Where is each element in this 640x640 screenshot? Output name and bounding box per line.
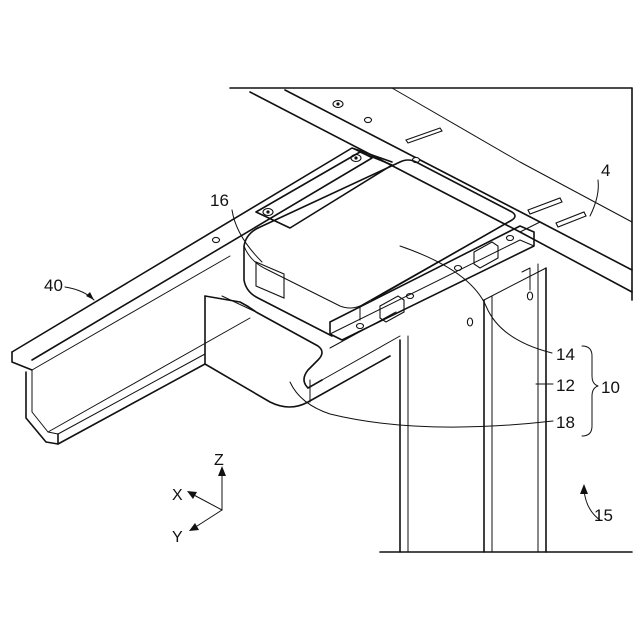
y-arrowhead xyxy=(189,523,199,531)
label-16: 16 xyxy=(210,191,229,210)
axis-y-label: Y xyxy=(172,529,183,546)
reference-labels: 4 16 40 14 12 10 18 15 xyxy=(44,161,620,525)
label-40: 40 xyxy=(44,276,63,295)
top-frame xyxy=(230,88,632,300)
axis-x-label: X xyxy=(172,487,183,504)
x-arrowhead xyxy=(187,491,197,499)
cover-tray xyxy=(205,296,400,407)
axis-z-label: Z xyxy=(214,452,224,469)
label-12: 12 xyxy=(556,376,575,395)
label-14: 14 xyxy=(556,345,575,364)
axis-triad: Z X Y xyxy=(172,452,226,546)
frame-slots xyxy=(406,128,586,227)
label-10: 10 xyxy=(601,378,620,397)
label-15: 15 xyxy=(594,506,613,525)
label-4: 4 xyxy=(601,161,610,180)
label-18: 18 xyxy=(556,413,575,432)
